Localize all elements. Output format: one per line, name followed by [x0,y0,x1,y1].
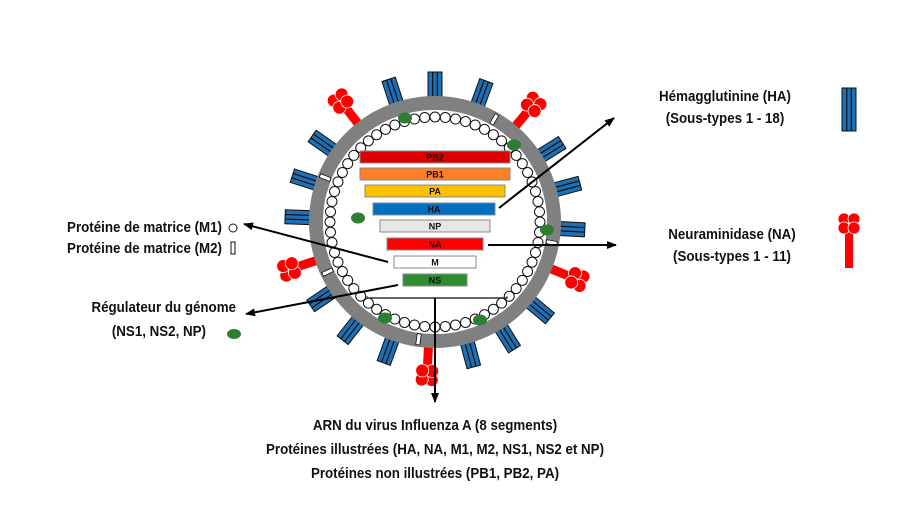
rna-segment-na: NA [386,237,484,251]
rna-segment-np: NP [379,219,491,233]
matrix-m1-icon [228,223,238,233]
rna-segment-label: NP [429,222,442,232]
genome-regulator [473,314,487,326]
ha-legend-subtypes: (Sous-types 1 - 18) [665,111,785,127]
ha-legend-title: Hémagglutinine (HA) [659,89,791,105]
na-legend-title: Neuraminidase (NA) [668,227,796,243]
matrix-m1-layer [324,111,546,333]
matrix-m1-bead [332,256,344,268]
regulator-legend-proteins: (NS1, NS2, NP) [111,324,206,340]
matrix-m1-bead [348,149,360,161]
matrix-m2-channel [415,333,422,346]
matrix-m1-bead [487,129,499,141]
matrix-m1-bead [326,196,338,208]
rna-segment-label: PB1 [426,170,444,180]
matrix-m1-bead [496,135,508,147]
rna-segment-label: NS [429,276,442,286]
matrix-m1-bead [516,158,528,170]
matrix-m1-bead [459,116,471,128]
matrix-m1-bead [371,303,383,315]
matrix-m2-icon [230,241,236,255]
genome-regulator [507,139,521,151]
matrix-m1-bead [526,256,538,268]
matrix-m1-bead [522,265,534,277]
matrix-m1-bead [336,167,348,179]
rna-segment-pb1: PB1 [359,167,511,181]
matrix-m2-channel [318,173,332,183]
matrix-m1-bead [409,319,421,331]
matrix-m1-bead [469,119,481,131]
matrix-m1-bead [371,129,383,141]
matrix-m1-bead [478,123,490,135]
matrix-m1-bead [487,303,499,315]
matrix-m1-bead [362,135,374,147]
matrix-m1-bead [510,149,522,161]
matrix-m1-bead [439,112,451,124]
matrix-m1-bead [336,265,348,277]
matrix-m1-bead [380,123,392,135]
matrix-m1-bead [389,119,401,131]
matrix-m1-bead [529,246,541,258]
m2-legend-label: Protéine de matrice (M2) [67,241,222,257]
rna-segment-m: M [393,255,477,269]
rna-segment-ns: NS [402,273,468,287]
matrix-m1-bead [522,167,534,179]
matrix-m1-bead [449,113,461,125]
matrix-m1-bead [332,176,344,188]
caption-illustrated-proteins: Protéines illustrées (HA, NA, M1, M2, NS… [265,442,605,458]
arrow-matrix [243,222,389,263]
na-legend-subtypes: (Sous-types 1 - 11) [673,249,791,265]
matrix-m1-bead [429,111,441,123]
matrix-m1-bead [325,226,337,238]
matrix-m1-bead [516,274,528,286]
matrix-m1-bead [533,206,545,218]
rna-segment-label: PB2 [426,153,444,163]
matrix-m1-bead [510,283,522,295]
matrix-m1-bead [529,186,541,198]
matrix-m2-channel [321,267,334,277]
matrix-m1-bead [324,216,336,228]
arrow-regulator [245,284,399,317]
matrix-m1-bead [342,274,354,286]
rna-segment-label: M [431,258,439,268]
caption-non-illustrated-proteins: Protéines non illustrées (PB1, PB2, PA) [310,466,560,482]
matrix-m1-bead [329,186,341,198]
matrix-m1-bead [419,112,431,124]
hemagglutinin-icon [841,87,857,132]
rna-segment-label: HA [428,205,441,215]
rna-segment-pa: PA [364,184,506,198]
genome-regulator [378,312,392,324]
matrix-m1-bead [439,320,451,332]
genome-regulator [540,224,554,236]
genome-regulators [351,112,554,326]
matrix-m1-bead [342,158,354,170]
matrix-m1-bead [399,316,411,328]
genome-regulator [351,212,365,224]
matrix-m1-bead [419,320,431,332]
rna-segment-label: NA [429,240,442,250]
neuraminidase-icon [837,212,861,268]
rna-segment-pb2: PB2 [359,150,511,164]
matrix-m2-channel [489,113,500,126]
genome-regulator [398,112,412,124]
matrix-m1-bead [459,316,471,328]
rna-segment-label: PA [429,187,441,197]
m1-legend-label: Protéine de matrice (M1) [67,220,222,236]
matrix-m1-bead [325,206,337,218]
caption-rna: ARN du virus Influenza A (8 segments) [312,418,558,434]
matrix-m1-bead [449,319,461,331]
matrix-m1-bead [532,196,544,208]
rna-segment-ha: HA [372,202,496,216]
regulator-legend-title: Régulateur du génome [91,300,236,316]
arrow-ha [498,117,615,209]
genome-regulator-icon [227,329,241,339]
